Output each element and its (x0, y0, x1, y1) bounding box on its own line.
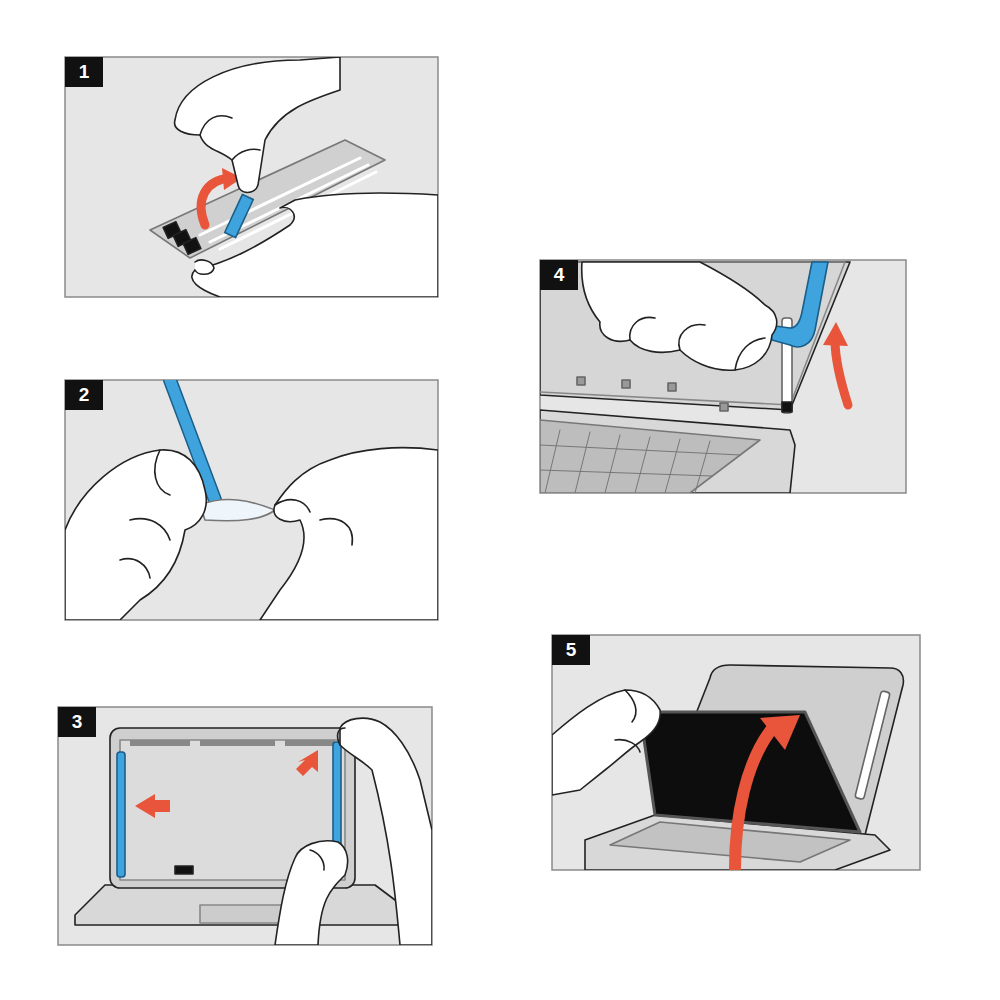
callout-number: 2 (65, 380, 103, 410)
step-panel (552, 635, 920, 870)
step-panel (58, 707, 432, 945)
callout-number: 3 (58, 707, 96, 737)
step-panel (540, 260, 906, 493)
step-panel (65, 380, 438, 620)
callout-number: 4 (540, 260, 578, 290)
callout-number: 1 (65, 57, 103, 87)
step-panel (65, 57, 438, 297)
callout-number: 5 (552, 635, 590, 665)
